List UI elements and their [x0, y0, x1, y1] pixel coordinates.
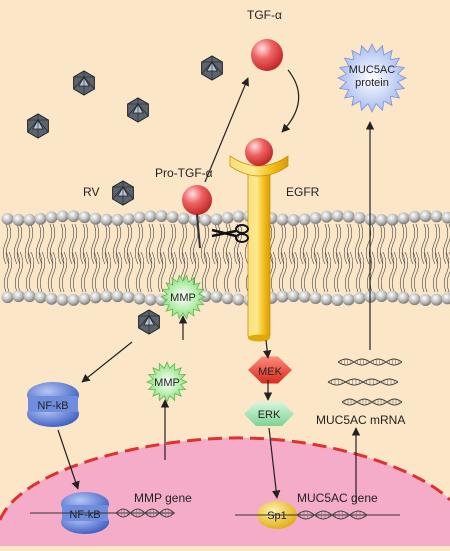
pro-tgf-alpha-ball — [182, 185, 212, 215]
tgf-alpha-free-ball — [251, 39, 283, 71]
erk-label: ERK — [258, 409, 281, 421]
nfkb-cytoplasm-label: NF-kB — [37, 400, 68, 412]
nfkb-nucleus-label: NF-kB — [69, 509, 100, 521]
rv-label: RV — [83, 185, 99, 199]
sp1-label: Sp1 — [267, 510, 287, 522]
mmp-cytoplasm-label: MMP — [154, 377, 180, 389]
muc5ac-protein-label-line2: protein — [355, 77, 389, 89]
muc5ac-protein-label-line1: MUC5AC — [349, 64, 396, 76]
egfr-label: EGFR — [286, 185, 320, 199]
pro-tgf-alpha-label: Pro-TGF-α — [155, 166, 213, 180]
tgf-alpha-bound-ball — [245, 138, 273, 166]
mek-label: MEK — [258, 366, 283, 378]
muc5ac-mrna-label: MUC5AC mRNA — [316, 413, 405, 427]
mmp-gene-label: MMP gene — [134, 491, 192, 505]
tgf-alpha-label: TGF-α — [247, 8, 282, 22]
muc5ac-gene-label: MUC5AC gene — [297, 491, 378, 505]
mmp-membrane-label: MMP — [170, 292, 196, 304]
